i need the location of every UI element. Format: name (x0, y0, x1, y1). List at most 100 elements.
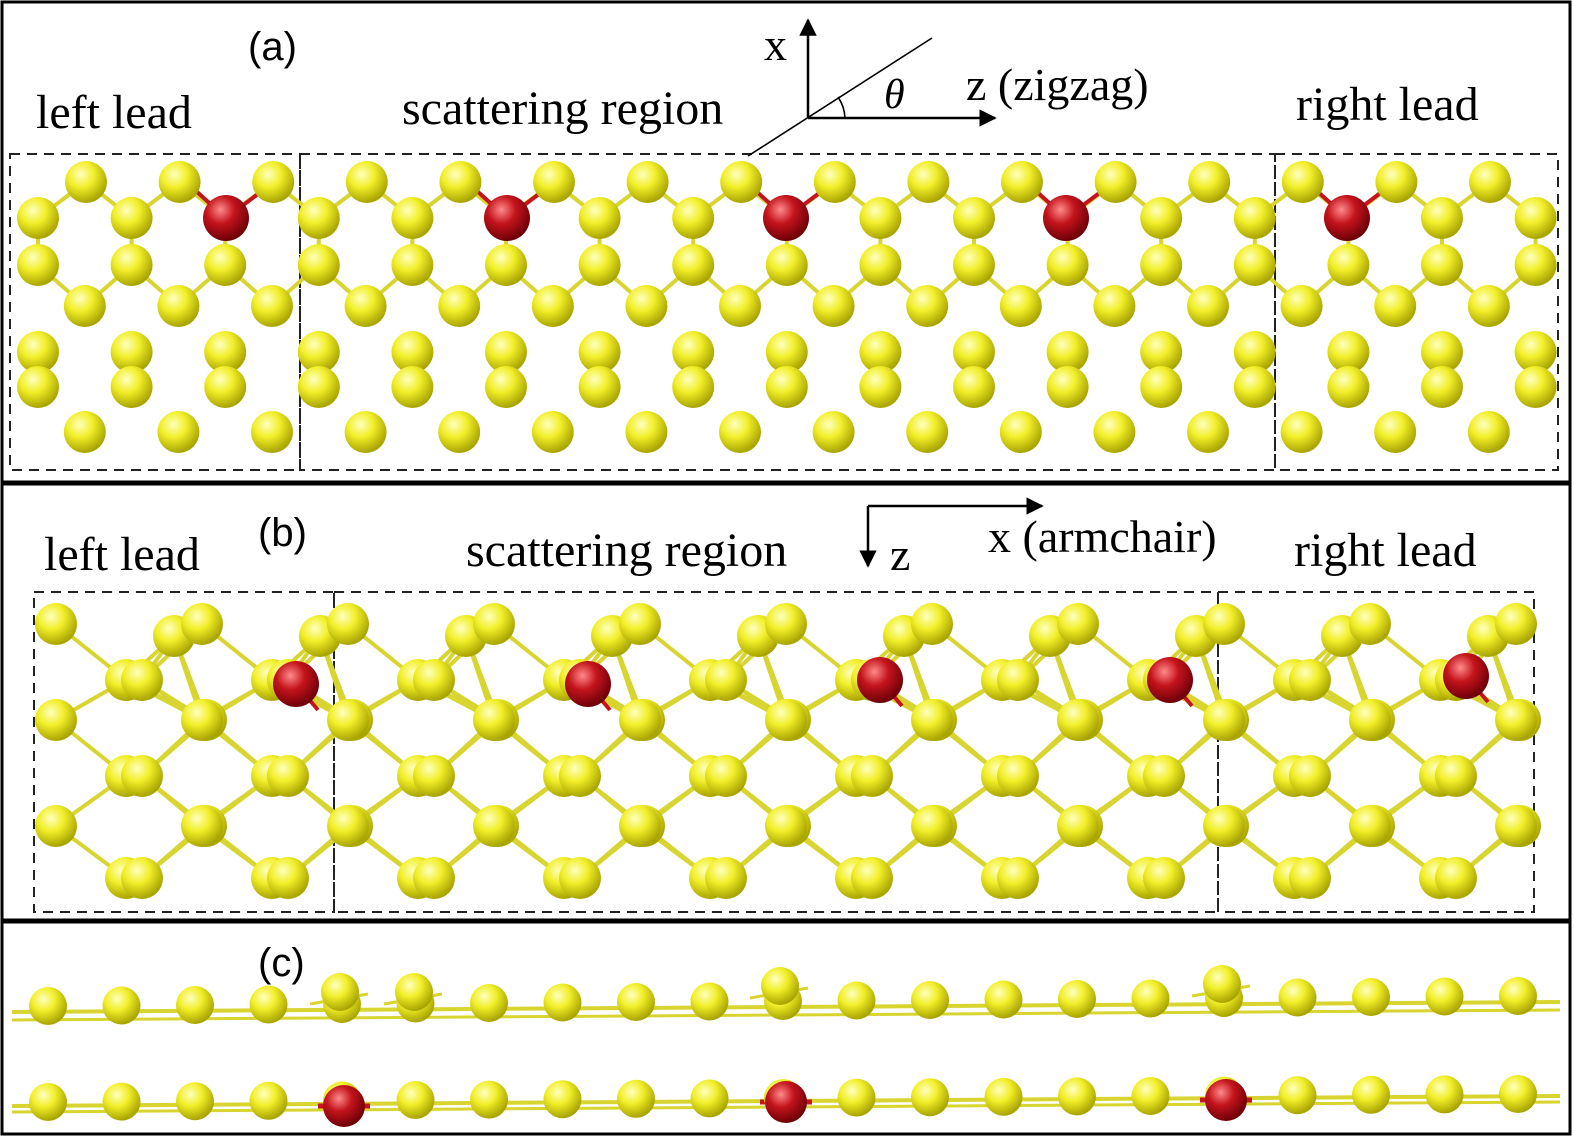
sulfur-atom (1140, 197, 1183, 239)
sulfur-atom (531, 285, 574, 327)
sulfur-atom (906, 285, 949, 327)
panel-b-x-axis-label: x (armchair) (988, 511, 1217, 562)
sulfur-atom (1495, 603, 1537, 645)
sulfur-atom (35, 603, 77, 645)
sulfur-atom (1289, 755, 1331, 797)
sulfur-atom (1435, 755, 1477, 797)
sulfur-atom (1352, 1075, 1390, 1114)
sulfur-atom (1349, 805, 1391, 847)
sulfur-atom (396, 1081, 435, 1119)
panel-a: (a) left lead scattering region right le… (9, 18, 1559, 471)
sulfur-atom (1425, 977, 1464, 1016)
panel-c-label: (c) (258, 941, 305, 985)
sulfur-atom (533, 161, 575, 203)
panel-a-right-lead-label: right lead (1296, 78, 1479, 131)
panel-b: (b) left lead scattering region right le… (33, 497, 1541, 913)
sulfur-atom (672, 366, 715, 408)
oxygen-atom (1324, 195, 1370, 241)
sulfur-atom (17, 331, 59, 373)
sulfur-atom (157, 285, 200, 327)
panel-a-scattering-region-label: scattering region (402, 82, 723, 135)
sulfur-atom (102, 986, 141, 1025)
sulfur-atom (911, 1078, 949, 1117)
sulfur-atom (1058, 980, 1096, 1018)
sulfur-atom (1203, 603, 1245, 645)
sulfur-atom (1467, 411, 1510, 453)
sulfur-atom (1203, 965, 1241, 1003)
sulfur-atom (953, 331, 995, 373)
sulfur-atom (1421, 331, 1463, 373)
sulfur-atom (907, 161, 950, 203)
sulfur-atom (1233, 366, 1276, 408)
sulfur-atom (997, 755, 1039, 797)
sulfur-atom (181, 699, 223, 741)
sulfur-atom (690, 982, 729, 1021)
sulfur-atom (1131, 1077, 1170, 1115)
sulfur-atom (625, 285, 668, 327)
sulfur-atom (391, 366, 434, 408)
sulfur-atom (672, 197, 715, 239)
sulfur-atom (1131, 979, 1170, 1018)
sulfur-atom (1374, 411, 1417, 453)
sulfur-atom (157, 411, 200, 453)
sulfur-atom (984, 1077, 1023, 1116)
sulfur-atom (559, 755, 601, 797)
sulfur-atom (1352, 978, 1390, 1016)
sulfur-atom (485, 366, 527, 408)
sulfur-atom (559, 857, 601, 899)
sulfur-atom (249, 985, 288, 1024)
sulfur-atom (999, 285, 1042, 327)
sulfur-atom (321, 973, 359, 1011)
sulfur-atom (1289, 857, 1331, 899)
sulfur-atom (413, 659, 455, 701)
sulfur-atom (327, 805, 369, 847)
sulfur-atom (1514, 331, 1557, 373)
sulfur-atom (953, 244, 995, 286)
panel-b-axes (859, 497, 1044, 568)
sulfur-atom (999, 411, 1042, 453)
panel-b-atoms (35, 603, 1541, 899)
sulfur-atom (121, 659, 163, 701)
sulfur-atom (29, 1083, 67, 1121)
sulfur-atom (531, 411, 574, 453)
sulfur-atom (1203, 699, 1245, 741)
sulfur-atom (1093, 411, 1136, 453)
sulfur-atom (625, 411, 668, 453)
sulfur-atom (204, 331, 247, 373)
sulfur-atom (1140, 331, 1183, 373)
sulfur-atom (204, 244, 247, 286)
sulfur-atom (473, 699, 515, 741)
oxygen-atom (857, 657, 903, 703)
sulfur-atom (851, 755, 893, 797)
sulfur-atom (473, 805, 515, 847)
sulfur-atom (859, 331, 902, 373)
panel-a-atoms (17, 161, 1557, 453)
sulfur-atom (327, 603, 369, 645)
sulfur-atom (953, 197, 995, 239)
sulfur-atom (911, 981, 949, 1019)
panel-a-theta-direction-line (747, 37, 933, 157)
sulfur-atom (1375, 161, 1418, 203)
sulfur-atom (705, 857, 747, 899)
panel-a-x-axis-label: x (764, 19, 787, 70)
sulfur-atom (438, 285, 481, 327)
sulfur-atom (1327, 331, 1370, 373)
sulfur-atom (1187, 411, 1229, 453)
sulfur-atom (391, 331, 434, 373)
sulfur-atom (1499, 1075, 1537, 1113)
sulfur-atom (705, 659, 747, 701)
sulfur-atom (626, 161, 669, 203)
sulfur-atom (344, 411, 387, 453)
sulfur-atom (1514, 366, 1557, 408)
sulfur-atom (267, 755, 309, 797)
panel-a-dashed-boxes (9, 153, 1559, 471)
oxygen-atom (1205, 1079, 1247, 1121)
sulfur-atom (761, 967, 799, 1005)
sulfur-atom (1327, 244, 1370, 286)
oxygen-atom (565, 661, 611, 707)
sulfur-atom (1327, 366, 1370, 408)
sulfur-atom (997, 857, 1039, 899)
oxygen-atom (1443, 653, 1489, 699)
sulfur-atom (1499, 977, 1537, 1015)
